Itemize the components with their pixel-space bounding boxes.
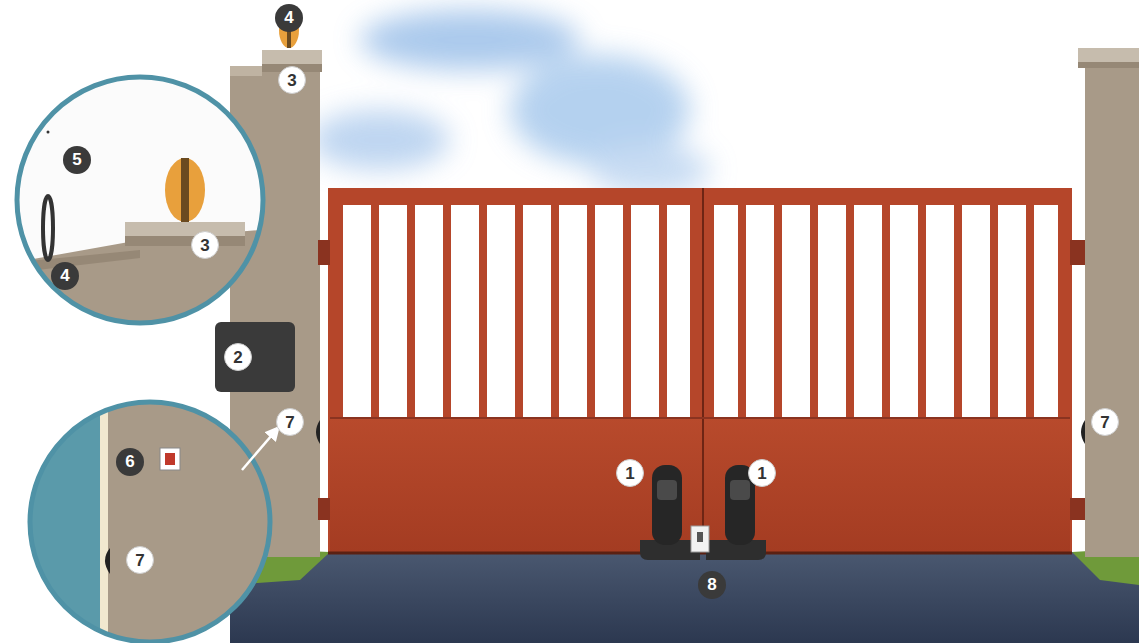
opening — [595, 205, 623, 418]
lamp-stripe — [181, 158, 189, 222]
opening — [559, 205, 587, 418]
lamp — [165, 158, 205, 222]
pillar-cap — [125, 236, 245, 246]
pillar — [1085, 64, 1139, 557]
callout-number: 7 — [276, 408, 304, 436]
opening — [523, 205, 551, 418]
antenna — [43, 196, 53, 260]
hinge — [318, 240, 330, 265]
opening — [962, 205, 990, 418]
photocell — [1081, 420, 1085, 444]
opening — [415, 205, 443, 418]
callout-number: 8 — [698, 571, 726, 599]
callout-number: 1 — [616, 459, 644, 487]
leaf-seam — [702, 188, 704, 554]
callout-number: 3 — [191, 231, 219, 259]
motor-detail — [730, 480, 750, 500]
control-unit — [215, 322, 295, 392]
opening — [667, 205, 690, 418]
opening — [714, 205, 738, 418]
rail — [330, 417, 1070, 419]
callout-number: 7 — [126, 546, 154, 574]
opening — [818, 205, 846, 418]
pillar-cap — [1078, 48, 1139, 64]
inset-border — [30, 402, 270, 642]
opening — [1034, 205, 1058, 418]
pillar-cap — [230, 66, 262, 76]
key-switch — [160, 448, 180, 470]
pillar-cap — [125, 222, 245, 236]
pillar-cap — [1078, 62, 1139, 68]
opening — [782, 205, 810, 418]
driveway — [230, 552, 1139, 643]
bottom-inset — [20, 390, 270, 643]
callout-number: 4 — [275, 4, 303, 32]
motor-detail — [657, 480, 677, 500]
opening — [746, 205, 774, 418]
cloud — [360, 10, 580, 70]
callout-number: 2 — [224, 343, 252, 371]
photocell — [316, 420, 320, 444]
opening — [854, 205, 882, 418]
opening — [451, 205, 479, 418]
key-switch-detail — [165, 453, 175, 465]
opening — [379, 205, 407, 418]
gate-frame — [328, 188, 1072, 554]
inset-border — [17, 77, 263, 323]
zoom-arrow — [242, 428, 278, 470]
callout-number: 4 — [51, 262, 79, 290]
photocell — [105, 548, 110, 574]
motors — [640, 465, 766, 560]
opening — [998, 205, 1026, 418]
gate — [318, 188, 1085, 554]
wall-top — [0, 230, 260, 330]
opening — [343, 205, 371, 418]
lower-panel — [330, 418, 1070, 552]
callout-number: 7 — [1091, 408, 1119, 436]
gate-openings — [343, 205, 1058, 418]
gate-stop — [691, 526, 709, 552]
control-box — [215, 322, 295, 392]
hinge — [1070, 498, 1085, 520]
antenna-dot — [47, 131, 50, 134]
ground — [230, 548, 1139, 643]
pillar-edge — [100, 390, 108, 643]
cloud — [310, 110, 450, 170]
opening — [926, 205, 954, 418]
photocells — [316, 420, 1085, 444]
callout-number: 3 — [278, 66, 306, 94]
cloud — [590, 145, 710, 195]
right-pillar — [1078, 48, 1139, 557]
callout-number: 5 — [63, 146, 91, 174]
gate-stop-detail — [697, 532, 703, 542]
callout-number: 6 — [116, 448, 144, 476]
opening — [890, 205, 918, 418]
pillar-cap — [262, 50, 322, 66]
hinge — [1070, 240, 1085, 265]
opening — [487, 205, 515, 418]
callout-number: 1 — [748, 459, 776, 487]
motor — [652, 465, 682, 545]
sky-clouds — [310, 10, 710, 195]
opening — [631, 205, 659, 418]
top-inset — [0, 77, 263, 330]
hinge — [318, 498, 330, 520]
